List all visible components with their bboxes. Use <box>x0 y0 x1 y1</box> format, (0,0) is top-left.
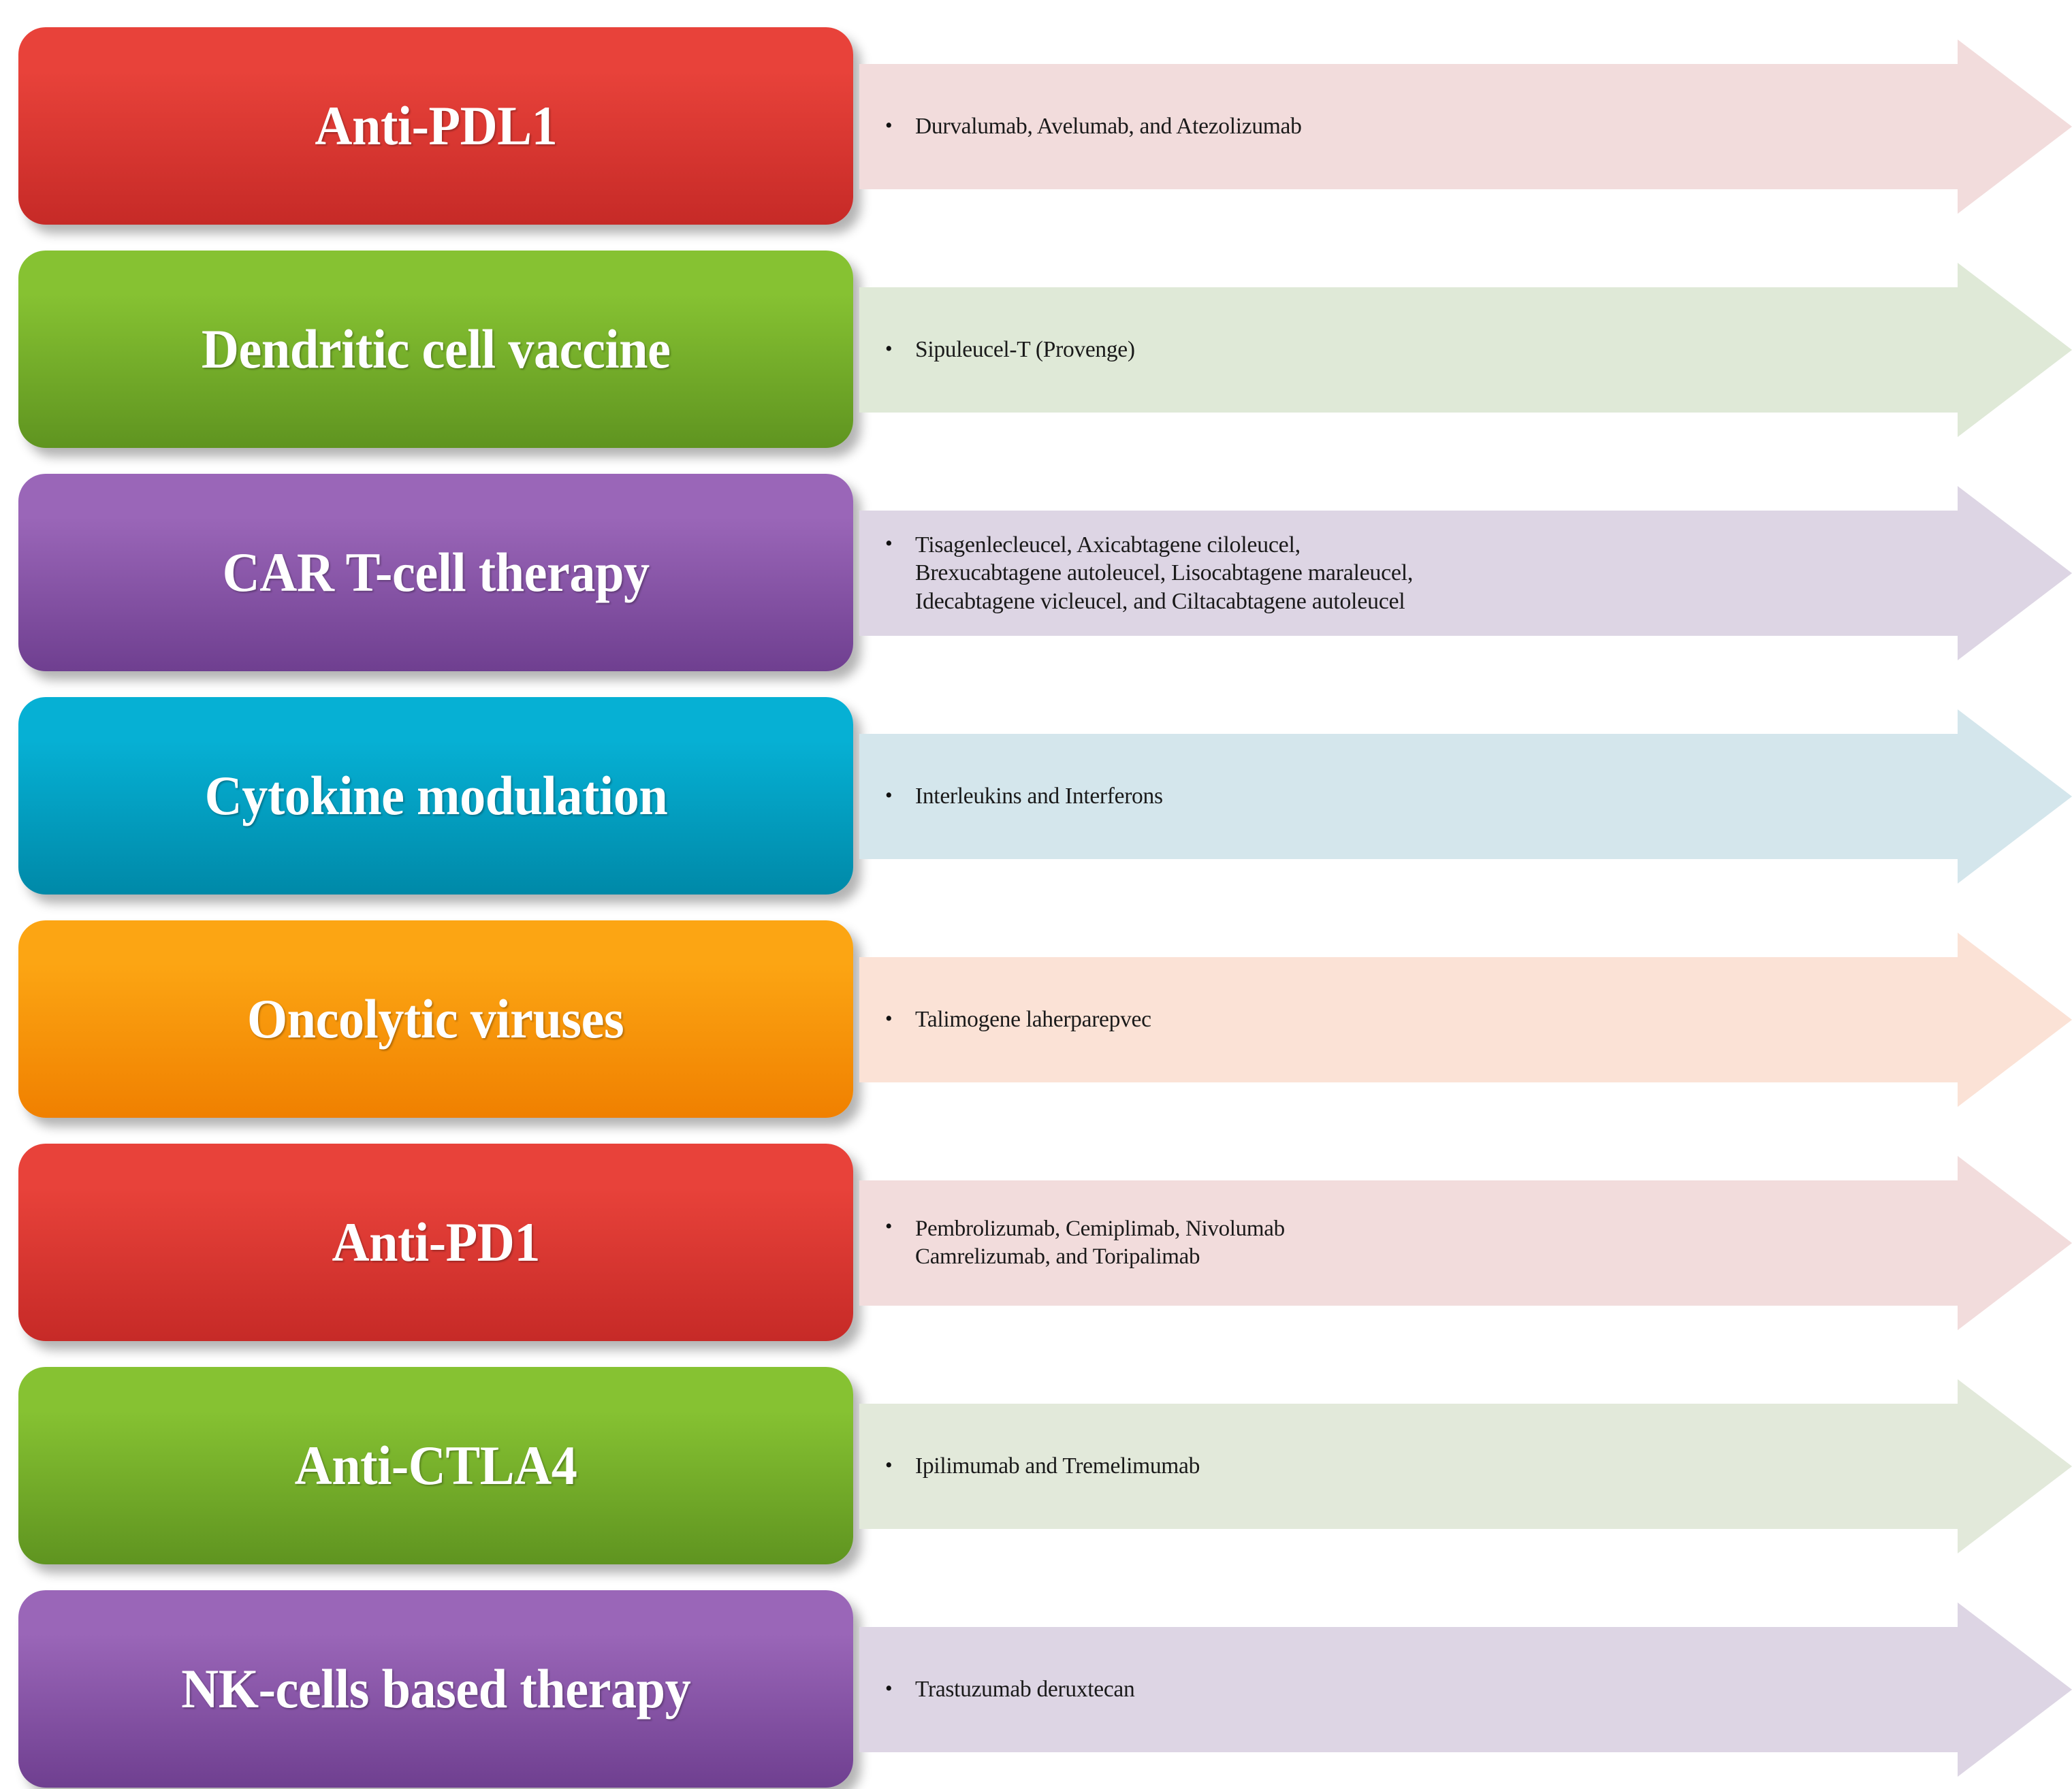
agent-list: •Tisagenlecleucel, Axicabtagene ciloleuc… <box>885 486 1927 660</box>
therapy-row: Anti-PDL1 • Durvalumab, Avelumab, and Atez… <box>0 27 2072 251</box>
agent-list: • Talimogene laherparepvec <box>885 933 1927 1107</box>
bullet-icon: • <box>885 1453 893 1477</box>
therapy-label-box[interactable]: Anti-PD1 <box>18 1144 853 1341</box>
bullet-spacer: • <box>885 1243 915 1268</box>
agent-list-item: •Idecabtagene vicleucel, and Ciltacabtag… <box>885 587 1927 615</box>
agent-list-arrow: •Tisagenlecleucel, Axicabtagene ciloleuc… <box>859 486 2072 660</box>
agent-list-item: • Interleukins and Interferons <box>885 783 1927 810</box>
bullet-icon: • <box>885 113 893 137</box>
therapy-row: NK-cells based therapy • Trastuzumab derux… <box>0 1590 2072 1789</box>
agent-list-item-text: Durvalumab, Avelumab, and Atezolizumab <box>915 113 1302 139</box>
bullet-icon: • <box>885 1676 893 1700</box>
therapy-label-text: NK-cells based therapy <box>180 1657 691 1720</box>
agent-list-item: •Brexucabtagene autoleucel, Lisocabtagen… <box>885 559 1927 587</box>
agent-list-item: • Durvalumab, Avelumab, and Atezolizumab <box>885 113 1927 140</box>
arrow-shape-icon <box>859 933 2072 1107</box>
agent-list-arrow: • Sipuleucel-T (Provenge) <box>859 263 2072 437</box>
therapy-label-text: Anti-CTLA4 <box>294 1434 577 1496</box>
bullet-icon: • <box>885 1216 893 1238</box>
therapy-label-box[interactable]: Oncolytic viruses <box>18 920 853 1118</box>
therapy-row: Anti-CTLA4 • Ipilimumab and Tremelimumab <box>0 1367 2072 1590</box>
agent-list-item-text: Sipuleucel-T (Provenge) <box>915 336 1135 362</box>
arrow-shape-icon <box>859 1379 2072 1553</box>
arrow-shape-icon <box>859 709 2072 884</box>
arrow-shape-icon <box>859 486 2072 660</box>
agent-list: • Ipilimumab and Tremelimumab <box>885 1379 1927 1553</box>
agent-list-item: • Talimogene laherparepvec <box>885 1006 1927 1033</box>
bullet-icon: • <box>885 1006 893 1030</box>
agent-list-arrow: • Interleukins and Interferons <box>859 709 2072 884</box>
agent-list-item: • Pembrolizumab, Cemiplimab, Nivolumab <box>885 1215 1927 1243</box>
therapy-label-box[interactable]: Cytokine modulation <box>18 697 853 894</box>
therapy-label-box[interactable]: Anti-PDL1 <box>18 27 853 225</box>
therapy-row: Oncolytic viruses • Talimogene laherparepv… <box>0 920 2072 1144</box>
therapy-label-text: CAR T-cell therapy <box>222 541 650 603</box>
therapy-label-box[interactable]: CAR T-cell therapy <box>18 474 853 671</box>
arrow-shape-icon <box>859 1602 2072 1777</box>
agent-list-item: • Trastuzumab deruxtecan <box>885 1676 1927 1703</box>
bullet-icon: • <box>885 531 893 555</box>
agent-list-arrow: • Ipilimumab and Tremelimumab <box>859 1379 2072 1553</box>
agent-list-item-text: Pembrolizumab, Cemiplimab, Nivolumab <box>915 1216 1285 1242</box>
therapy-row: Anti-PD1•Pembrolizumab, Cemiplimab, Nivo… <box>0 1144 2072 1367</box>
therapy-row: Cytokine modulation • Interleukins and Int… <box>0 697 2072 920</box>
agent-list-item-text: Interleukins and Interferons <box>915 783 1163 809</box>
agent-list-item: •Camrelizumab, and Toripalimab <box>885 1243 1927 1271</box>
bullet-spacer: • <box>885 559 915 584</box>
arrow-shape-icon <box>859 39 2072 214</box>
agent-list-item-text: Tisagenlecleucel, Axicabtagene ciloleuce… <box>915 532 1301 558</box>
agent-list: • Durvalumab, Avelumab, and Atezolizumab <box>885 39 1927 214</box>
agent-list: • Trastuzumab deruxtecan <box>885 1602 1927 1777</box>
therapy-row: CAR T-cell therapy•Tisagenlecleucel, Axi… <box>0 474 2072 697</box>
agent-list-item-text: Brexucabtagene autoleucel, Lisocabtagene… <box>915 560 1414 586</box>
therapy-label-text: Anti-PDL1 <box>315 94 557 157</box>
bullet-icon: • <box>885 336 893 360</box>
agent-list-item: • Sipuleucel-T (Provenge) <box>885 336 1927 364</box>
agent-list-item-text: Talimogene laherparepvec <box>915 1006 1151 1032</box>
therapy-row: Dendritic cell vaccine • Sipuleucel-T (Pro… <box>0 251 2072 474</box>
therapy-label-text: Oncolytic viruses <box>247 987 624 1050</box>
agent-list: • Interleukins and Interferons <box>885 709 1927 884</box>
agent-list-arrow: • Durvalumab, Avelumab, and Atezolizumab <box>859 39 2072 214</box>
therapy-label-box[interactable]: Anti-CTLA4 <box>18 1367 853 1564</box>
arrow-shape-icon <box>859 263 2072 437</box>
therapy-label-text: Anti-PD1 <box>332 1210 540 1273</box>
bullet-spacer: • <box>885 587 915 613</box>
therapy-label-box[interactable]: NK-cells based therapy <box>18 1590 853 1788</box>
agent-list-item-text: Camrelizumab, and Toripalimab <box>915 1244 1200 1269</box>
therapy-label-text: Dendritic cell vaccine <box>201 317 671 380</box>
agent-list-item-text: Ipilimumab and Tremelimumab <box>915 1453 1200 1479</box>
agent-list-arrow: • Talimogene laherparepvec <box>859 933 2072 1107</box>
agent-list: •Pembrolizumab, Cemiplimab, Nivolumab•Ca… <box>885 1156 1927 1330</box>
therapy-label-box[interactable]: Dendritic cell vaccine <box>18 251 853 448</box>
agent-list-item: • Ipilimumab and Tremelimumab <box>885 1453 1927 1480</box>
agent-list-arrow: •Pembrolizumab, Cemiplimab, Nivolumab•Ca… <box>859 1156 2072 1330</box>
agent-list-item-text: Trastuzumab deruxtecan <box>915 1676 1135 1702</box>
agent-list-arrow: • Trastuzumab deruxtecan <box>859 1602 2072 1777</box>
bullet-icon: • <box>885 783 893 807</box>
agent-list-item: • Tisagenlecleucel, Axicabtagene ciloleuc… <box>885 531 1927 559</box>
agent-list-item-text: Idecabtagene vicleucel, and Ciltacabtage… <box>915 588 1405 614</box>
arrow-shape-icon <box>859 1156 2072 1330</box>
agent-list: • Sipuleucel-T (Provenge) <box>885 263 1927 437</box>
therapy-label-text: Cytokine modulation <box>204 764 667 826</box>
